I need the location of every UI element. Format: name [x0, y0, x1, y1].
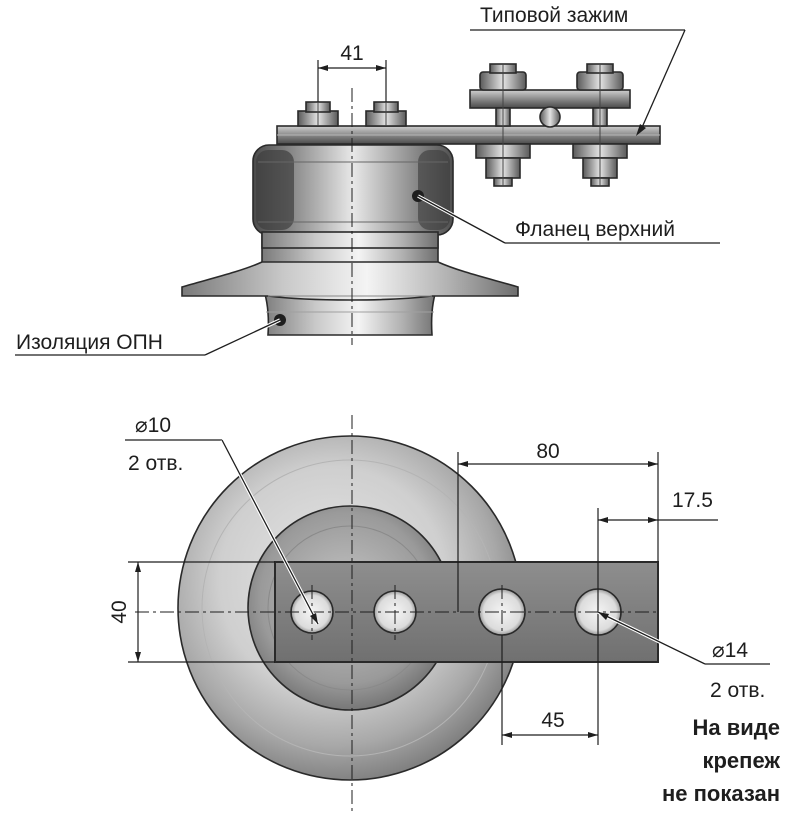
- insulator-shed: [181, 261, 519, 301]
- dim-bar-width: 40: [108, 561, 275, 663]
- typical-clamp: [469, 63, 631, 187]
- dim-17-5-label: 17.5: [672, 489, 713, 512]
- dim-45-label: 45: [541, 709, 564, 732]
- note-line-1: На виде: [693, 715, 780, 740]
- hole-large-dia-label: ⌀14: [712, 639, 748, 662]
- hole-small-dia-label: ⌀10: [135, 414, 171, 437]
- dim-bolt-spacing: 41: [317, 42, 387, 102]
- dim-hole-span: 80: [457, 440, 659, 612]
- leader-flange: Фланец верхний: [412, 190, 720, 245]
- dim-end-offset: 17.5: [597, 489, 718, 745]
- dim-80-label: 80: [536, 440, 559, 463]
- insulation-label: Изоляция ОПН: [16, 331, 163, 354]
- flange-label: Фланец верхний: [515, 218, 675, 241]
- dim-hole-pitch: 45: [501, 635, 598, 745]
- dim-40-label: 40: [108, 600, 131, 623]
- hole-large-count-label: 2 отв.: [710, 679, 765, 702]
- flange-bolt-right: [365, 101, 407, 127]
- leader-hole-small: ⌀10 2 отв.: [125, 414, 320, 625]
- dim-41-label: 41: [340, 42, 363, 65]
- hole-small-count-label: 2 отв.: [128, 452, 183, 475]
- side-view: 41 Типовой зажим Фланец верхний Изоляция…: [15, 4, 720, 357]
- note-line-2: крепеж: [702, 748, 780, 773]
- leader-clamp: Типовой зажим: [470, 4, 686, 136]
- leader-insulation: Изоляция ОПН: [15, 314, 286, 357]
- flange-bolt-left: [297, 101, 339, 127]
- note-line-3: не показан: [662, 781, 780, 806]
- clamp-label: Типовой зажим: [480, 4, 628, 27]
- leader-hole-large: ⌀14 2 отв.: [597, 610, 770, 702]
- plan-view: 40 80 17.5 45: [108, 414, 780, 815]
- note: На виде крепеж не показан: [662, 715, 780, 806]
